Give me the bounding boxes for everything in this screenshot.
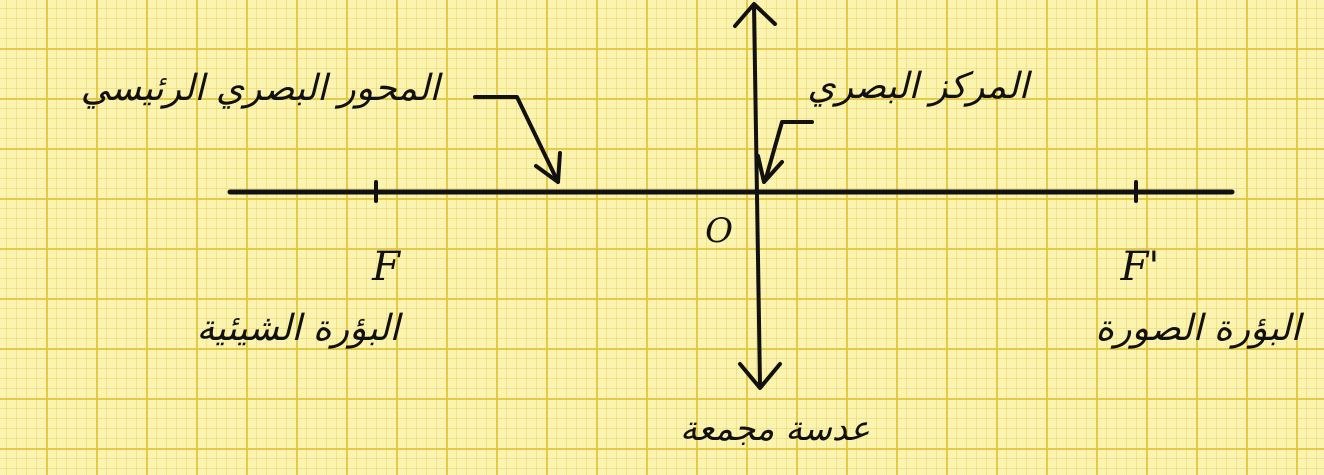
principal-axis-pointer: [473, 95, 560, 184]
lens-name-label: عدسة مجمعة: [680, 409, 870, 449]
lens-body: [752, 4, 762, 387]
optical-center-pointer: [764, 120, 814, 180]
lens-bottom-arrowhead: [738, 362, 782, 390]
optical-center-pointer-head: [756, 154, 784, 184]
image-focus-label: البؤرة الصورة: [1095, 308, 1304, 349]
object-focus-label: البؤرة الشيئية: [196, 308, 403, 349]
center-letter-label: O: [705, 211, 733, 251]
lens-top-arrowhead: [733, 2, 777, 28]
image-focus-letter: F': [1120, 244, 1160, 290]
object-focus-letter: F: [371, 244, 401, 290]
optical-center-label: المركز البصري: [807, 66, 1032, 107]
principal-axis-pointer-head: [534, 151, 562, 184]
principal-axis-label: المحور البصري الرئيسي: [81, 68, 444, 109]
